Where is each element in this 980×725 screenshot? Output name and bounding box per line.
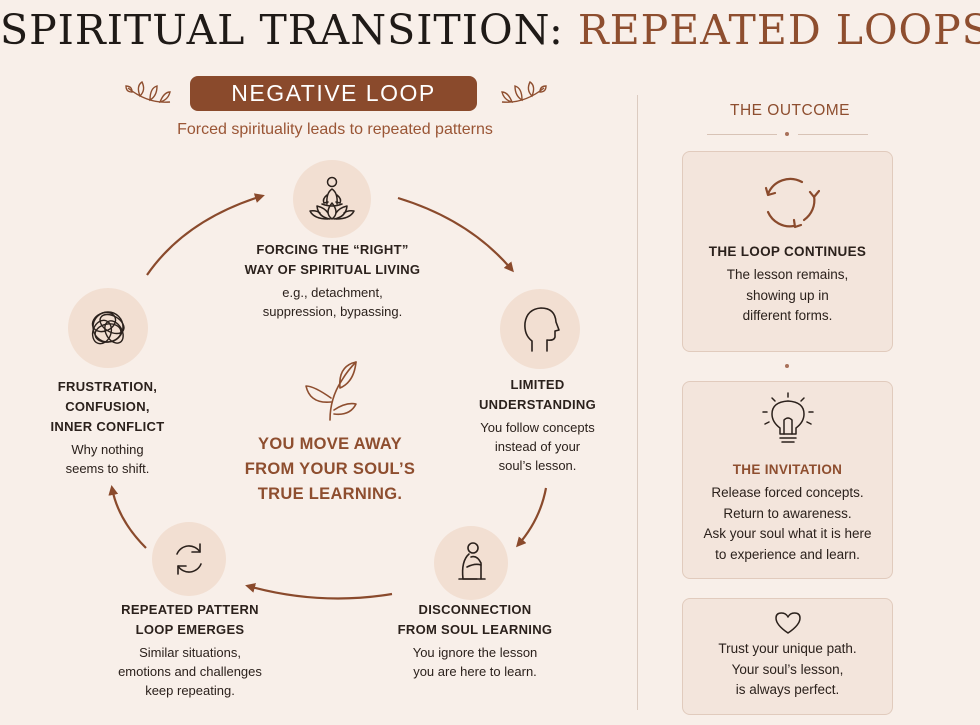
lightbulb-icon: [761, 392, 814, 443]
node-desc-line: Why nothing: [71, 442, 144, 457]
separator-dot: [785, 364, 789, 368]
node-desc: Why nothing seems to shift.: [30, 440, 185, 478]
node-desc-line: suppression, bypassing.: [262, 304, 403, 319]
node-forcing-circle: [293, 160, 371, 238]
node-title-line: DISCONNECTION: [418, 602, 532, 617]
node-desc-line: keep repeating.: [145, 683, 235, 698]
node-repeated-circle: [152, 522, 226, 596]
card-desc-line: is always perfect.: [735, 682, 840, 697]
card-desc-line: showing up in: [746, 287, 829, 303]
node-title: LIMITED UNDERSTANDING: [450, 375, 625, 415]
node-desc: e.g., detachment, suppression, bypassing…: [210, 283, 455, 321]
card-trust: Trust your unique path. Your soul’s less…: [682, 598, 893, 715]
node-title: FRUSTRATION, CONFUSION, INNER CONFLICT: [30, 377, 185, 437]
card-desc-line: different forms.: [742, 308, 833, 323]
card-loop-continues: THE LOOP CONTINUES The lesson remains, s…: [682, 151, 893, 352]
page-title: SPIRITUAL TRANSITION: REPEATED LOOPS: [0, 6, 980, 54]
node-desc-line: you are here to learn.: [413, 664, 537, 679]
node-desc: Similar situations, emotions and challen…: [95, 643, 285, 700]
sprout-icon: [305, 361, 357, 421]
card-desc-line: Trust your unique path.: [718, 641, 857, 656]
node-desc-line: Similar situations,: [139, 645, 241, 660]
left-leaf-sprig-icon: [125, 80, 171, 104]
node-understanding-circle: [500, 289, 580, 369]
arrow-to-understanding: [397, 196, 514, 273]
outcome-heading: THE OUTCOME: [729, 102, 851, 119]
arrow-to-forcing: [146, 193, 265, 276]
node-disconnection-circle: [434, 526, 508, 600]
node-title: REPEATED PATTERN LOOP EMERGES: [95, 600, 285, 640]
node-title-line: LIMITED: [510, 377, 565, 392]
card-desc-line: Release forced concepts.: [711, 485, 864, 500]
heading-rule-left: [707, 134, 777, 135]
loop-subtitle: Forced spirituality leads to repeated pa…: [177, 121, 493, 138]
node-frustration: FRUSTRATION, CONFUSION, INNER CONFLICT W…: [30, 377, 185, 478]
card-desc: Release forced concepts. Return to aware…: [683, 483, 892, 565]
title-part-1: SPIRITUAL TRANSITION:: [0, 6, 564, 54]
node-desc: You follow concepts instead of your soul…: [450, 418, 625, 475]
heading-dot: [785, 132, 789, 136]
arrow-to-frustration: [108, 485, 147, 549]
right-leaf-sprig-icon: [501, 80, 547, 104]
arrow-to-repeated-pattern: [245, 583, 393, 600]
node-title: FORCING THE “RIGHT” WAY OF SPIRITUAL LIV…: [210, 240, 455, 280]
card-desc: Trust your unique path. Your soul’s less…: [683, 639, 892, 701]
node-disconnection: DISCONNECTION FROM SOUL LEARNING You ign…: [370, 600, 580, 681]
node-title-line: CONFUSION,: [65, 399, 150, 414]
center-line: YOU MOVE AWAY: [258, 435, 402, 453]
card-desc: The lesson remains, showing up in differ…: [683, 265, 892, 327]
node-title-line: INNER CONFLICT: [50, 419, 165, 434]
node-desc-line: e.g., detachment,: [282, 285, 383, 300]
card-title: THE LOOP CONTINUES: [708, 244, 867, 259]
card-desc-line: Return to awareness.: [723, 505, 852, 521]
center-message: YOU MOVE AWAY FROM YOUR SOUL’S TRUE LEAR…: [225, 432, 435, 507]
cycle-arrows-icon: [764, 177, 820, 229]
node-title-line: LOOP EMERGES: [135, 622, 245, 637]
sitting-person-icon: [458, 542, 486, 580]
node-title-line: FROM SOUL LEARNING: [397, 622, 553, 637]
negative-loop-label: NEGATIVE LOOP: [190, 76, 477, 111]
node-desc-line: You follow concepts: [480, 420, 595, 435]
node-desc-line: soul’s lesson.: [498, 458, 577, 473]
card-desc-line: The lesson remains,: [726, 267, 849, 282]
card-invitation: THE INVITATION Release forced concepts. …: [682, 381, 893, 579]
node-forcing: FORCING THE “RIGHT” WAY OF SPIRITUAL LIV…: [210, 240, 455, 321]
node-title: DISCONNECTION FROM SOUL LEARNING: [370, 600, 580, 640]
node-desc: You ignore the lesson you are here to le…: [370, 643, 580, 681]
vertical-divider: [637, 95, 638, 710]
node-repeated: REPEATED PATTERN LOOP EMERGES Similar si…: [95, 600, 285, 700]
tangled-knot-icon: [91, 311, 125, 345]
node-desc-line: You ignore the lesson: [412, 645, 538, 660]
card-title: THE INVITATION: [732, 462, 843, 477]
node-desc-line: emotions and challenges: [118, 664, 262, 679]
loop-arrows: [108, 193, 548, 600]
heading-rule-right: [798, 134, 868, 135]
refresh-icon: [176, 543, 202, 575]
heart-icon: [774, 612, 801, 634]
center-line: FROM YOUR SOUL’S: [244, 460, 416, 478]
head-profile-icon: [524, 307, 560, 352]
node-title-line: WAY OF SPIRITUAL LIVING: [244, 262, 421, 277]
card-desc-line: Ask your soul what it is here: [703, 526, 872, 541]
title-part-2: REPEATED LOOPS: [577, 6, 980, 54]
arrow-to-disconnection: [516, 487, 548, 548]
center-line: TRUE LEARNING.: [257, 485, 403, 503]
node-frustration-circle: [68, 288, 148, 368]
node-title-line: UNDERSTANDING: [478, 397, 597, 412]
node-desc-line: seems to shift.: [65, 461, 150, 476]
node-understanding: LIMITED UNDERSTANDING You follow concept…: [450, 375, 625, 475]
card-desc-line: Your soul’s lesson,: [731, 661, 844, 677]
node-title-line: FRUSTRATION,: [57, 379, 158, 394]
meditation-icon: [309, 176, 355, 220]
node-title-line: FORCING THE “RIGHT”: [256, 242, 409, 257]
card-desc-line: to experience and learn.: [715, 546, 860, 562]
node-desc-line: instead of your: [494, 439, 581, 454]
node-title-line: REPEATED PATTERN: [121, 602, 259, 617]
